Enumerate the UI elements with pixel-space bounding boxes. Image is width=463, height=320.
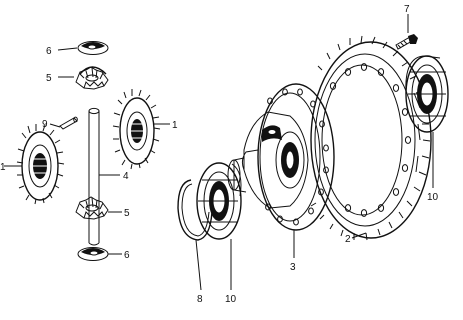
callout-3: 3 — [290, 262, 296, 273]
pinion-shaft[interactable] — [88, 107, 100, 246]
bearing-left[interactable] — [196, 162, 242, 240]
callout-10-right: 10 — [427, 192, 439, 203]
pinion-gear-top[interactable] — [75, 66, 109, 90]
differential-case[interactable] — [227, 83, 335, 231]
side-gear-right[interactable] — [112, 89, 161, 170]
thrust-washer-top[interactable] — [77, 41, 109, 55]
callout-8: 8 — [197, 294, 203, 305]
pin[interactable] — [59, 116, 78, 130]
callout-1-left: 1 — [0, 162, 6, 173]
callout-7: 7 — [404, 4, 410, 15]
snap-ring[interactable] — [177, 179, 213, 241]
bearing-right[interactable] — [405, 55, 449, 133]
callout-5-bottom: 5 — [124, 208, 130, 219]
callout-2: 2 — [345, 234, 351, 245]
thrust-washer-bottom[interactable] — [77, 247, 109, 261]
callout-6-top: 6 — [46, 46, 52, 57]
callout-4: 4 — [123, 171, 129, 182]
side-gear-left[interactable] — [16, 124, 65, 205]
bolt[interactable] — [395, 34, 418, 50]
callout-5-top: 5 — [46, 73, 52, 84]
callout-9: 9 — [42, 119, 48, 130]
callout-1-right: 1 — [172, 120, 178, 131]
ring-gear[interactable] — [310, 35, 432, 241]
pinion-gear-bottom[interactable] — [75, 196, 109, 220]
callout-6-bottom: 6 — [124, 250, 130, 261]
callout-10-left: 10 — [225, 294, 237, 305]
